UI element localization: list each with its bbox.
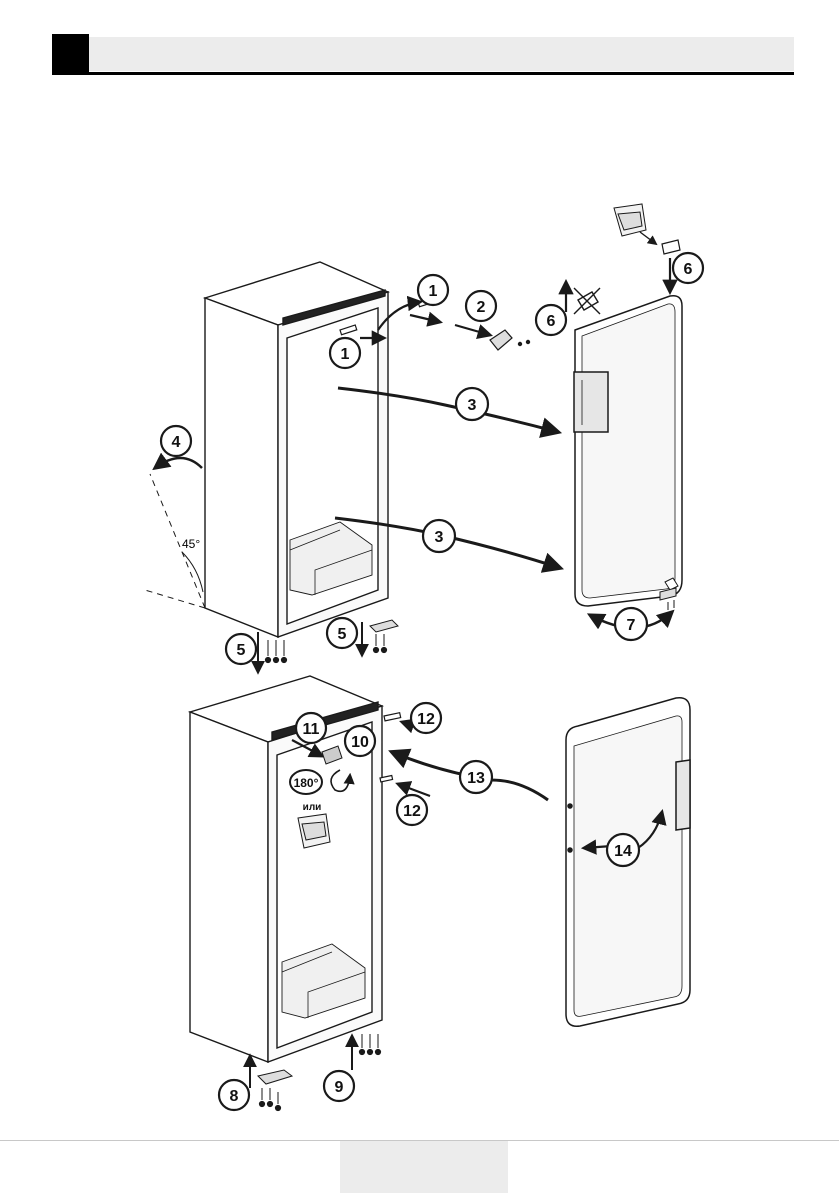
step-badge-4: 4 xyxy=(161,426,191,456)
svg-text:11: 11 xyxy=(303,721,320,738)
footer-page-box xyxy=(340,1141,508,1193)
step-badge-3a: 3 xyxy=(456,388,488,420)
svg-text:6: 6 xyxy=(547,313,556,330)
step-badge-8: 8 xyxy=(219,1080,249,1110)
angle-45-label: 45° xyxy=(182,537,200,551)
svg-text:12: 12 xyxy=(403,803,421,820)
crossed-out-cap-icon xyxy=(574,288,600,314)
step-badge-12b: 12 xyxy=(397,795,427,825)
step-badge-12a: 12 xyxy=(411,703,441,733)
door-top-removed xyxy=(574,296,682,606)
or-label: или xyxy=(303,802,322,813)
rotate-180-badge: 180° xyxy=(290,770,322,794)
arrow-step-2b xyxy=(455,325,490,335)
svg-text:12: 12 xyxy=(417,711,435,728)
accessory-bag-top xyxy=(614,204,646,236)
svg-text:8: 8 xyxy=(230,1088,239,1105)
step-badge-3b: 3 xyxy=(423,520,455,552)
step-badge-5a: 5 xyxy=(226,634,256,664)
svg-text:1: 1 xyxy=(341,346,350,363)
svg-text:180°: 180° xyxy=(294,776,319,790)
svg-text:1: 1 xyxy=(429,283,438,300)
step-badge-1a: 1 xyxy=(418,275,448,305)
svg-text:9: 9 xyxy=(335,1079,344,1096)
step-badge-14: 14 xyxy=(607,834,639,866)
angle-arc xyxy=(182,552,203,592)
svg-text:10: 10 xyxy=(351,734,369,751)
svg-text:3: 3 xyxy=(468,397,477,414)
svg-text:6: 6 xyxy=(684,261,693,278)
step-badge-10: 10 xyxy=(345,726,375,756)
svg-text:3: 3 xyxy=(435,529,444,546)
step-badge-7: 7 xyxy=(615,608,647,640)
step-badge-11: 11 xyxy=(296,713,326,743)
step-badge-6b: 6 xyxy=(673,253,703,283)
fridge-cabinet-top xyxy=(205,262,388,637)
svg-text:13: 13 xyxy=(467,770,485,787)
step-badge-5b: 5 xyxy=(327,618,357,648)
step-badge-9: 9 xyxy=(324,1071,354,1101)
step-badge-2: 2 xyxy=(466,291,496,321)
svg-text:2: 2 xyxy=(477,299,486,316)
arrow-step-2a xyxy=(410,315,440,322)
bag-arrow xyxy=(640,232,656,244)
step-badge-1b: 1 xyxy=(330,338,360,368)
svg-text:5: 5 xyxy=(237,642,246,659)
tilt-arrow xyxy=(155,458,202,468)
svg-text:7: 7 xyxy=(627,617,636,634)
hinge-pins-bottom xyxy=(380,713,401,782)
svg-text:5: 5 xyxy=(338,626,347,643)
svg-text:14: 14 xyxy=(614,843,632,860)
step-badge-13: 13 xyxy=(460,761,492,793)
accessory-bag-bottom xyxy=(298,814,330,848)
step-badge-6a: 6 xyxy=(536,305,566,335)
svg-text:4: 4 xyxy=(172,434,181,451)
hinge-cap-top xyxy=(662,240,680,254)
